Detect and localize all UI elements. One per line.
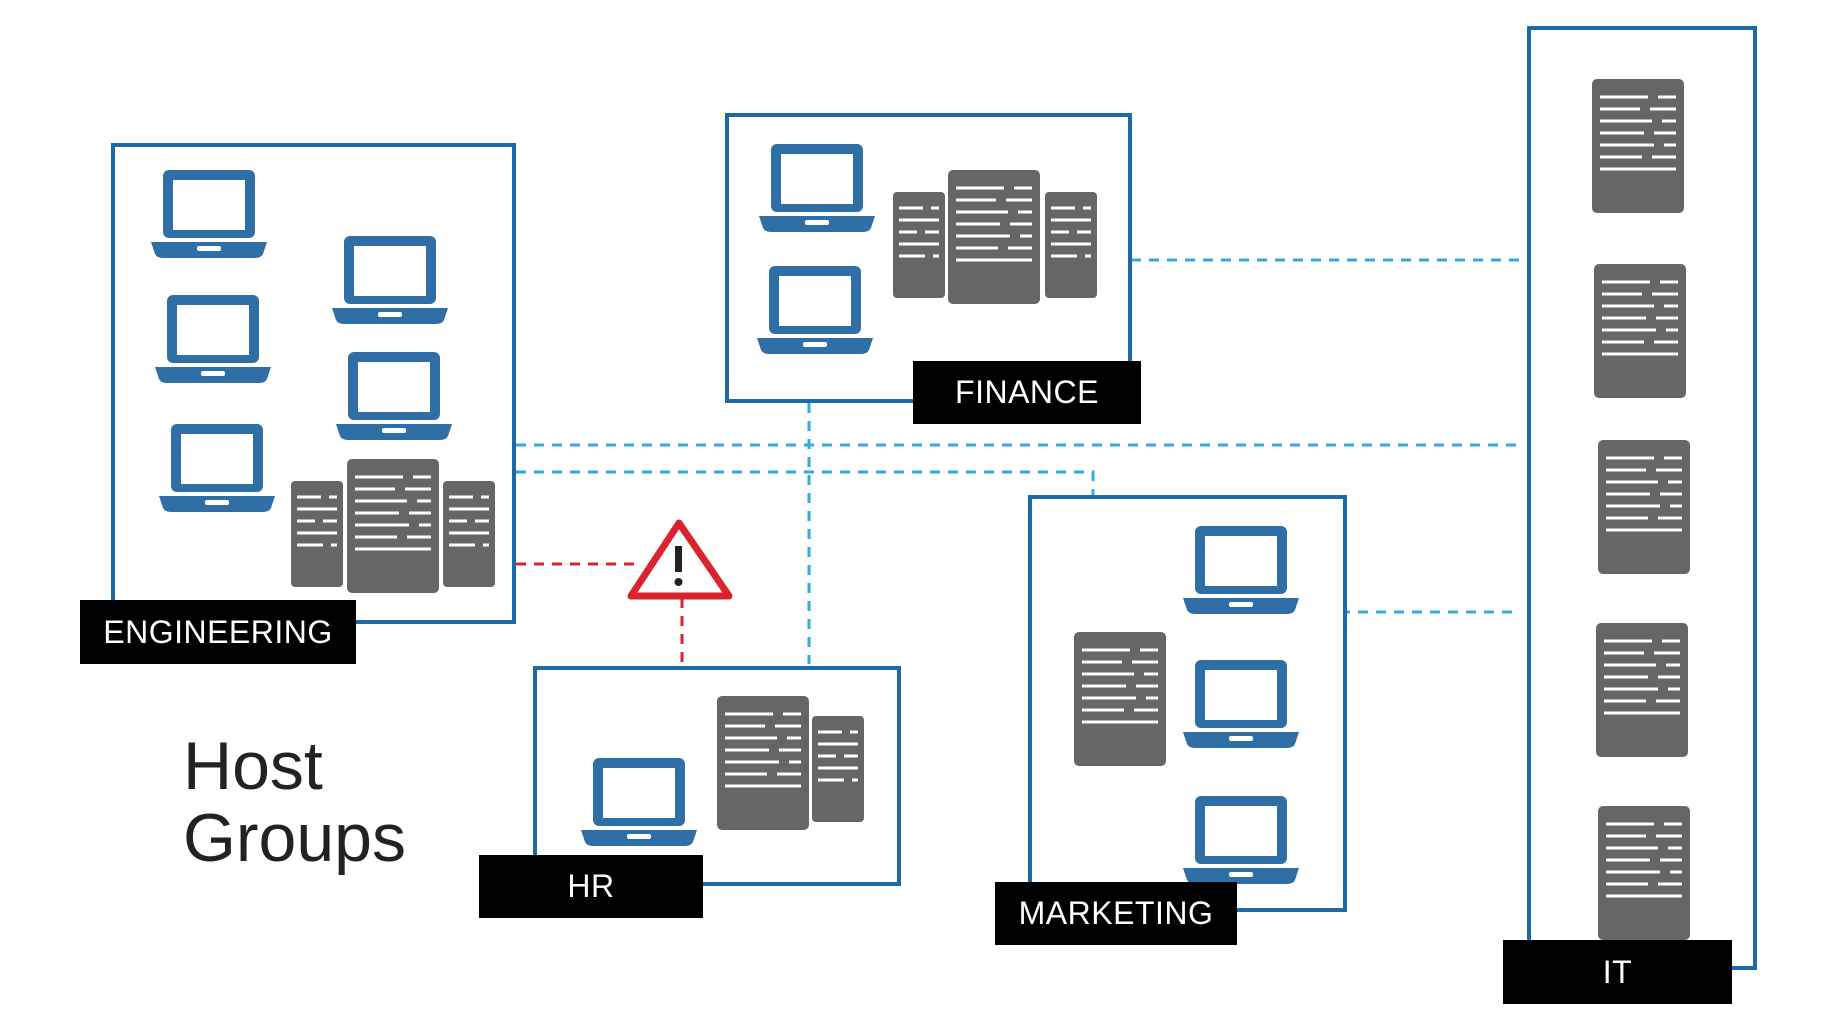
marketing-group xyxy=(1028,495,1347,912)
server-icon xyxy=(1592,262,1688,400)
server-icon xyxy=(441,479,497,589)
laptop-icon xyxy=(336,352,452,440)
title-line-2: Groups xyxy=(183,800,406,876)
laptop-icon xyxy=(1183,526,1299,614)
link-engineering-marketing xyxy=(516,470,1095,495)
diagram-title: Host Groups xyxy=(183,730,406,874)
engineering-label: ENGINEERING xyxy=(80,600,356,664)
engineering-group xyxy=(111,143,516,624)
marketing-label: MARKETING xyxy=(995,882,1237,945)
laptop-icon xyxy=(757,266,873,354)
network-links xyxy=(516,258,1520,664)
warning-icon xyxy=(627,519,733,600)
server-icon xyxy=(289,479,345,589)
server-icon xyxy=(345,457,441,595)
laptop-icon xyxy=(332,236,448,324)
finance-label: FINANCE xyxy=(913,361,1141,424)
it-group xyxy=(1527,26,1757,970)
server-icon xyxy=(1596,804,1692,942)
laptop-icon xyxy=(151,170,267,258)
finance-group xyxy=(725,113,1132,403)
laptop-icon xyxy=(581,758,697,846)
server-icon xyxy=(715,694,811,832)
server-icon xyxy=(1072,630,1168,768)
server-icon xyxy=(891,190,947,300)
server-icon xyxy=(1590,77,1686,215)
title-line-1: Host xyxy=(183,728,323,804)
hr-label: HR xyxy=(479,855,703,918)
alert-links xyxy=(516,562,684,664)
hr-group xyxy=(533,666,901,886)
laptop-icon xyxy=(159,424,275,512)
it-label: IT xyxy=(1503,940,1732,1004)
server-icon xyxy=(946,168,1042,306)
server-icon xyxy=(1596,438,1692,576)
server-icon xyxy=(1594,621,1690,759)
laptop-icon xyxy=(759,144,875,232)
laptop-icon xyxy=(1183,796,1299,884)
server-icon xyxy=(1043,190,1099,300)
laptop-icon xyxy=(1183,660,1299,748)
server-icon xyxy=(810,714,866,824)
laptop-icon xyxy=(155,295,271,383)
